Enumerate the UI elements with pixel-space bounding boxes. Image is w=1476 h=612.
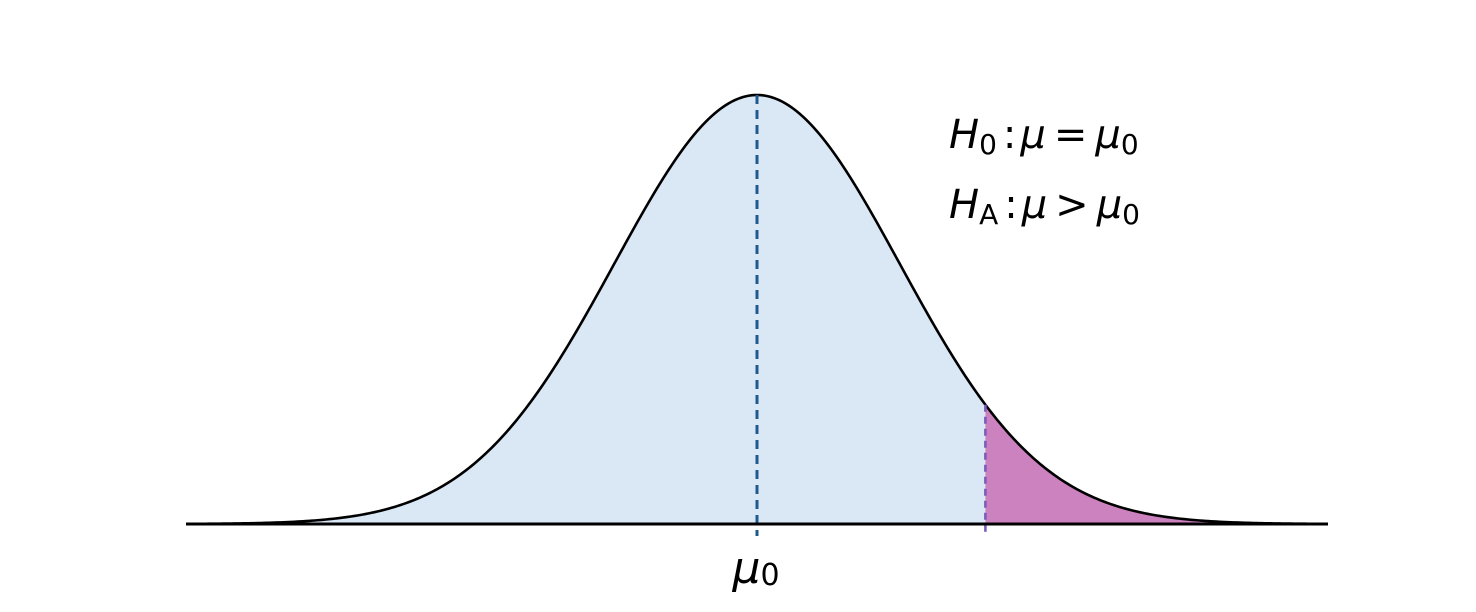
non-rejection-region: [186, 95, 986, 524]
null-hypothesis: H0:μ=μ0: [949, 112, 1139, 161]
alternative-hypothesis: HA:μ>μ0: [949, 182, 1140, 231]
mean-label: μ0: [731, 543, 779, 594]
rejection-region: [985, 404, 1328, 524]
